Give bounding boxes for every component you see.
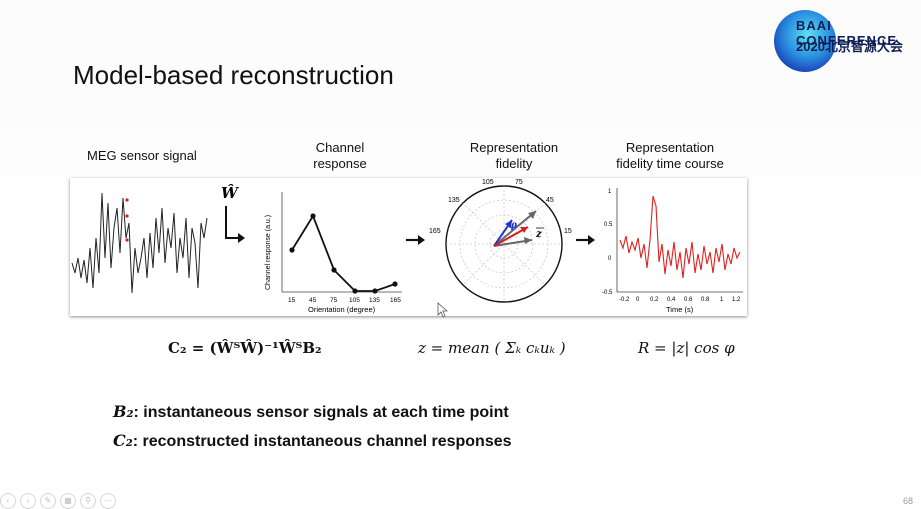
header-fidelity-line1: Representation xyxy=(469,140,559,155)
time-xtick-1: 0 xyxy=(636,297,640,303)
definition-b2-symbol: B₂ xyxy=(113,402,134,421)
time-ytick-1: 0.5 xyxy=(604,222,613,228)
figure-svg: Ŵ Channel response (a.u.) 15 45 75 105 1… xyxy=(71,179,743,314)
prev-slide-icon[interactable]: ‹ xyxy=(0,493,16,509)
channel-xtick-1: 45 xyxy=(309,297,317,304)
polar-label-105: 105 xyxy=(482,179,494,186)
more-options-icon[interactable]: ⋯ xyxy=(100,493,116,509)
page-number: 68 xyxy=(902,496,913,506)
logo-bottom-text: 2020北京智源大会 xyxy=(796,39,903,54)
channel-curve xyxy=(291,213,396,292)
time-ytick-0: 1 xyxy=(608,189,612,195)
time-ytick-3: -0.5 xyxy=(602,290,613,296)
time-xtick-3: 0.4 xyxy=(667,297,676,303)
channel-xtick-4: 135 xyxy=(369,297,380,304)
definition-c2-text: : reconstructed instantaneous channel re… xyxy=(132,433,512,450)
header-meg: MEG sensor signal xyxy=(87,148,197,163)
equation-r: R = |z| cos φ xyxy=(638,339,735,357)
pen-icon[interactable]: ✎ xyxy=(40,493,56,509)
polar-label-15: 15 xyxy=(564,228,572,235)
polar-label-75: 75 xyxy=(515,179,523,186)
time-xtick-5: 0.8 xyxy=(701,297,710,303)
w-arrow-icon xyxy=(225,206,238,239)
mouse-cursor-icon xyxy=(437,302,449,318)
logo-emblem-icon xyxy=(774,10,836,72)
header-channel-line2: response xyxy=(313,156,367,171)
time-xtick-7: 1.2 xyxy=(732,297,741,303)
header-channel: Channel response xyxy=(290,140,390,172)
header-fidelity-line2: fidelity xyxy=(495,156,533,171)
polar-vector-gray-1 xyxy=(493,210,537,247)
time-xtick-2: 0.2 xyxy=(650,297,659,303)
conference-logo: BAAI CONFERENCE 2020北京智源大会 xyxy=(772,8,921,78)
header-timecourse-line2: fidelity time course xyxy=(616,156,724,171)
polar-label-165: 165 xyxy=(429,228,441,235)
channel-plot: Channel response (a.u.) 15 45 75 105 135… xyxy=(265,192,402,314)
presentation-toolbar: ‹ › ✎ ▦ ⚲ ⋯ xyxy=(0,493,116,509)
timecourse-line xyxy=(619,195,741,279)
header-channel-line1: Channel xyxy=(315,140,365,155)
header-timecourse-line1: Representation xyxy=(625,140,715,155)
time-xtick-6: 1 xyxy=(720,297,724,303)
meg-marker-1 xyxy=(125,198,129,202)
channel-xtick-2: 75 xyxy=(330,297,338,304)
next-slide-icon[interactable]: › xyxy=(20,493,36,509)
meg-marker-3 xyxy=(125,238,129,242)
w-arrowhead-icon xyxy=(238,233,245,243)
channel-ylabel: Channel response (a.u.) xyxy=(265,215,272,290)
definition-c2: C₂: reconstructed instantaneous channel … xyxy=(113,427,512,456)
slides-grid-icon[interactable]: ▦ xyxy=(60,493,76,509)
polar-label-135: 135 xyxy=(448,197,460,204)
w-symbol: Ŵ xyxy=(221,184,240,202)
meg-signal-trace xyxy=(71,192,208,294)
header-fidelity: Representation fidelity xyxy=(452,140,576,172)
timecourse-plot: 1 0.5 0 -0.5 -0.2 0 0.2 0.4 0.6 0.8 1 1.… xyxy=(602,188,743,314)
channel-xtick-5: 165 xyxy=(390,297,401,304)
polar-phi-label: φ xyxy=(508,220,517,231)
polar-z-label: z xyxy=(535,229,542,240)
logo-top-text: BAAI CONFERENCE xyxy=(796,18,898,48)
header-timecourse: Representation fidelity time course xyxy=(600,140,740,172)
channel-xlabel: Orientation (degree) xyxy=(308,305,376,314)
definition-b2-text: : instantaneous sensor signals at each t… xyxy=(133,404,509,421)
equation-c2: C₂ = (ŴᵀŴ)⁻¹ŴᵀB₂ xyxy=(168,339,322,357)
polar-plot: 105 75 135 45 165 15 φ z xyxy=(429,179,572,303)
meg-marker-2 xyxy=(125,214,129,218)
time-xtick-0: -0.2 xyxy=(619,297,630,303)
definition-b2: B₂: instantaneous sensor signals at each… xyxy=(113,398,512,427)
zoom-icon[interactable]: ⚲ xyxy=(80,493,96,509)
equation-z: z = mean ( Σₖ cₖuₖ ) xyxy=(418,339,566,357)
figure-panel-strip: Ŵ Channel response (a.u.) 15 45 75 105 1… xyxy=(70,178,747,316)
polar-label-45: 45 xyxy=(546,197,554,204)
time-xlabel: Time (s) xyxy=(666,305,694,314)
channel-xtick-0: 15 xyxy=(288,297,296,304)
slide-title: Model-based reconstruction xyxy=(73,60,394,90)
time-xtick-4: 0.6 xyxy=(684,297,693,303)
definitions-list: B₂: instantaneous sensor signals at each… xyxy=(113,398,512,456)
definition-c2-symbol: C₂ xyxy=(113,431,133,450)
time-ytick-2: 0 xyxy=(608,256,612,262)
channel-xtick-3: 105 xyxy=(349,297,360,304)
